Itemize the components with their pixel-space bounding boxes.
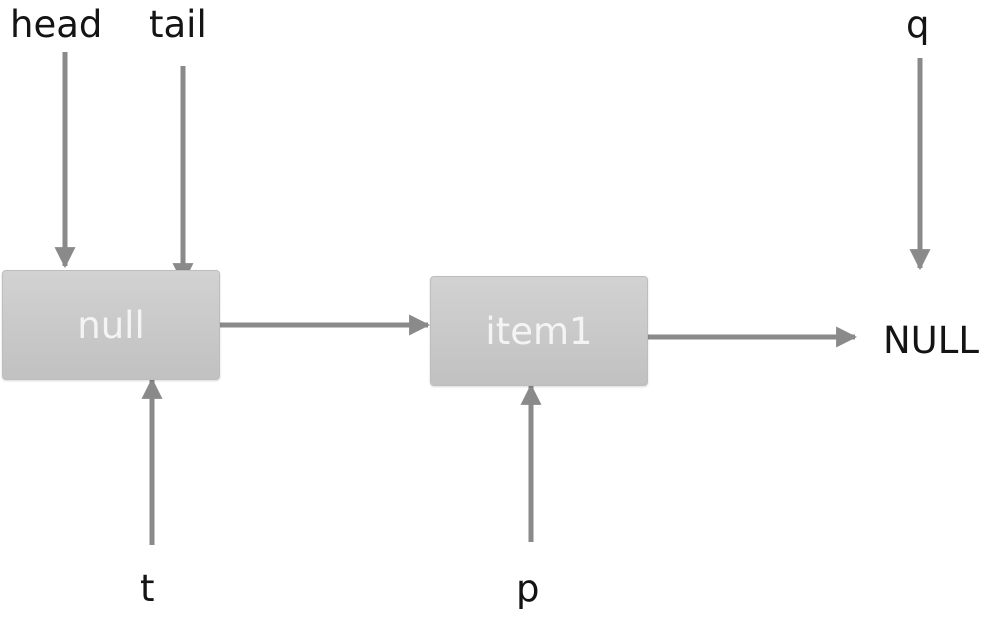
node-null: null (2, 270, 220, 380)
head-label: head (10, 3, 103, 46)
node-item1: item1 (430, 276, 648, 386)
t-label: t (140, 567, 155, 610)
p-label: p (516, 567, 540, 610)
node-item1-value: item1 (485, 309, 593, 353)
q-label: q (906, 3, 930, 46)
node-null-value: null (77, 303, 145, 347)
tail-label: tail (149, 3, 207, 46)
null-terminal-label: NULL (883, 319, 979, 362)
